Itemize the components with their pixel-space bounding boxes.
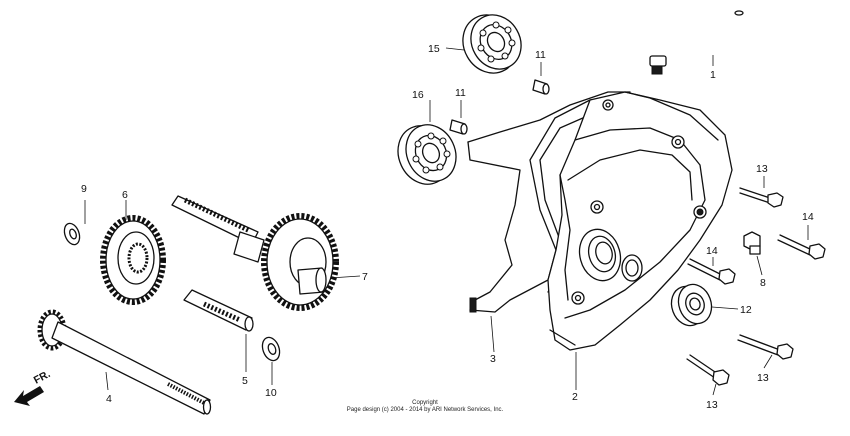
- copyright-notice: Copyright Page design (c) 2004 - 2014 by…: [0, 400, 850, 414]
- callout-15: 15: [428, 43, 440, 55]
- callout-13a: 13: [756, 163, 768, 175]
- callout-2: 2: [572, 391, 578, 403]
- bearing-15-part[interactable]: [452, 5, 530, 83]
- callout-8: 8: [760, 277, 766, 289]
- callout-4: 4: [106, 393, 112, 405]
- gasket-part[interactable]: [467, 91, 631, 313]
- bearing-16-part[interactable]: [389, 117, 465, 193]
- drain-bolt-part[interactable]: [743, 231, 761, 255]
- callout-1: 1: [710, 69, 716, 81]
- callout-5: 5: [242, 375, 248, 387]
- callout-14b: 14: [706, 245, 718, 257]
- bolt-13c-part[interactable]: [686, 354, 730, 386]
- copyright-line1: Copyright: [412, 400, 438, 406]
- dowel-pin-11b-part[interactable]: [449, 119, 468, 135]
- callout-12: 12: [740, 304, 752, 316]
- washer-10-part[interactable]: [259, 335, 282, 363]
- gear-6-part[interactable]: [100, 215, 166, 305]
- callout-7: 7: [362, 271, 368, 283]
- callout-6: 6: [122, 189, 128, 201]
- oil-seal-part[interactable]: [666, 280, 717, 331]
- bolt-14b-part[interactable]: [687, 258, 736, 285]
- callout-10: 10: [265, 387, 277, 399]
- transmission-cover-part[interactable]: [547, 91, 733, 351]
- washer-9-part[interactable]: [62, 221, 83, 246]
- callout-11b: 11: [455, 87, 466, 99]
- copyright-line2: Page design (c) 2004 - 2014 by ARI Netwo…: [346, 407, 504, 413]
- callout-9: 9: [81, 183, 87, 195]
- dowel-pin-11a-part[interactable]: [532, 79, 550, 95]
- callout-labels: 1 15 11 11 16 9 6 7 13 14 14 8 12 13 13 …: [81, 43, 814, 411]
- front-marker-label: FR.: [32, 368, 53, 387]
- callout-13b: 13: [757, 372, 769, 384]
- callout-11a: 11: [535, 49, 546, 61]
- callout-3: 3: [490, 353, 496, 365]
- front-direction-arrow-icon: [14, 386, 44, 406]
- countershaft-part[interactable]: [171, 195, 339, 311]
- drive-shaft-part[interactable]: [37, 309, 212, 415]
- leader-lines: [84, 47, 809, 396]
- bolt-13b-part[interactable]: [737, 334, 794, 360]
- callout-14a: 14: [802, 211, 814, 223]
- bolt-13a-part[interactable]: [739, 187, 784, 208]
- callout-13c: 13: [706, 399, 718, 411]
- spline-shaft-part[interactable]: [183, 289, 254, 332]
- breather-tube-part[interactable]: [649, 10, 744, 75]
- bolt-14a-part[interactable]: [777, 234, 826, 260]
- callout-16: 16: [412, 89, 424, 101]
